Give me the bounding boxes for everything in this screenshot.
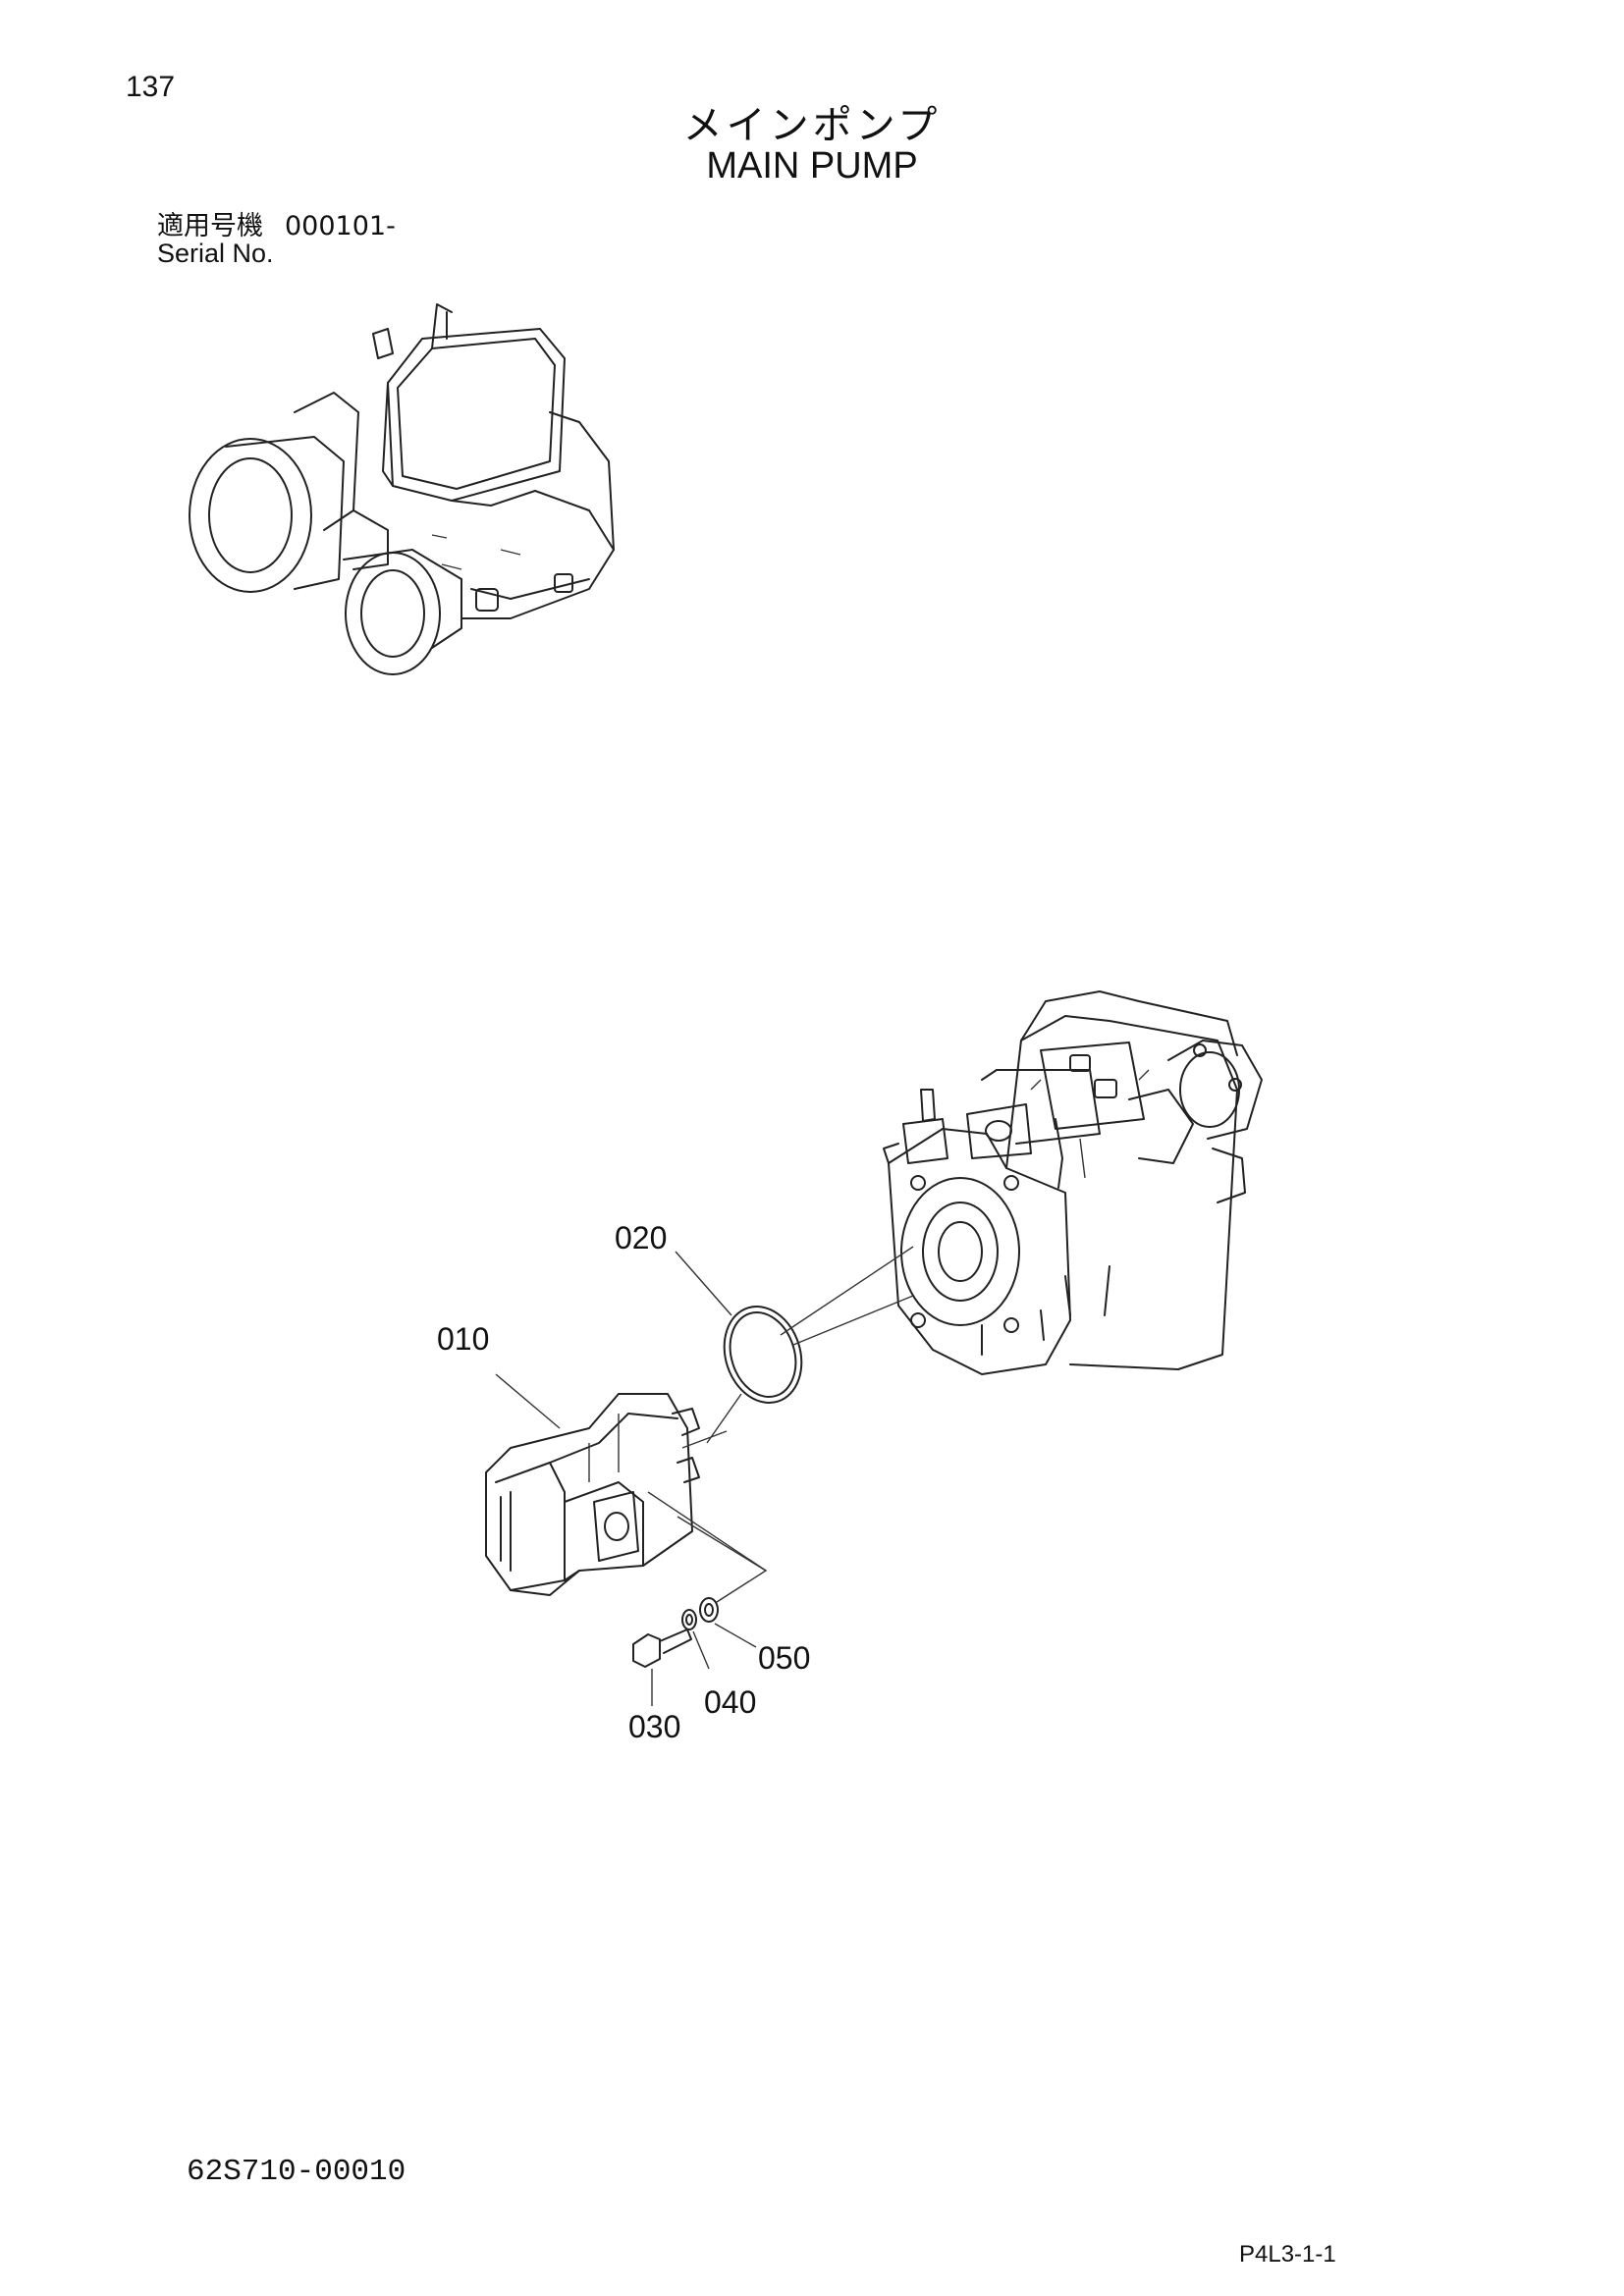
drawing-part-number: 62S710-00010 (187, 2155, 406, 2189)
serial-label-japanese: 適用号機 000101- (157, 204, 396, 242)
gear-pump-010-drawing (485, 1393, 700, 1596)
o-ring-020-drawing (723, 1306, 803, 1404)
callout-050: 050 (758, 1640, 810, 1676)
leader-lines (495, 1251, 757, 1706)
callout-010: 010 (437, 1321, 489, 1357)
page-code: P4L3-1-1 (1239, 2241, 1336, 2268)
serial-range: 000101- (285, 211, 396, 241)
callout-030: 030 (628, 1709, 680, 1744)
washer-040-drawing (681, 1609, 697, 1630)
page-number: 137 (126, 71, 176, 103)
assembly-lines (647, 1246, 914, 1603)
callout-020: 020 (615, 1220, 667, 1255)
title-japanese: メインポンプ (682, 103, 942, 148)
serial-label-jp-text: 適用号機 (157, 211, 263, 241)
main-pump-assembly-drawing (883, 990, 1263, 1375)
callout-040: 040 (704, 1684, 756, 1720)
machine-locator-drawing (189, 303, 615, 675)
bolt-030-drawing (632, 1629, 692, 1668)
washer-050-drawing (699, 1597, 719, 1623)
serial-label-english: Serial No. (157, 239, 274, 268)
title-english: MAIN PUMP (706, 145, 918, 187)
